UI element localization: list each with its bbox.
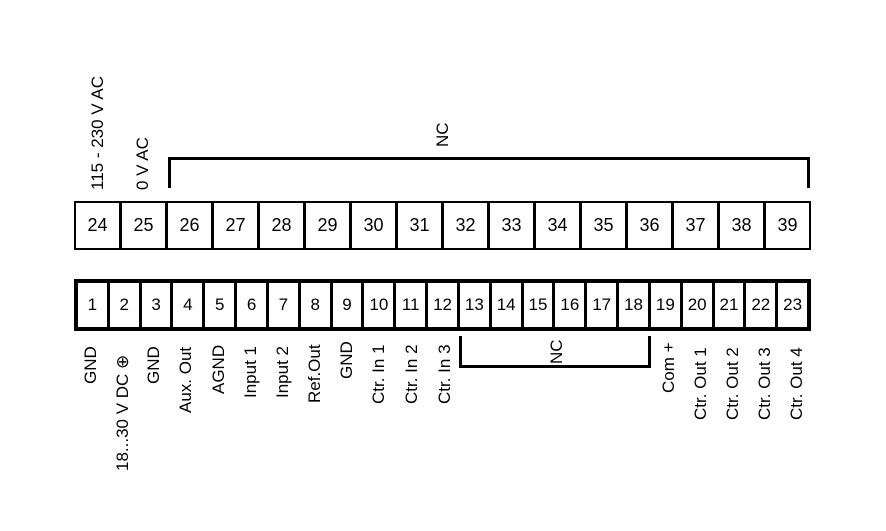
- terminal-35: 35: [582, 203, 628, 248]
- terminal-23: 23: [783, 295, 803, 314]
- label-terminal-25: 0 V AC: [133, 137, 152, 190]
- label-terminal-24: 115 - 230 V AC: [88, 75, 107, 190]
- terminal-11: 11: [396, 283, 429, 327]
- terminal-8: 8: [301, 283, 333, 327]
- label-terminal-1: GND: [81, 346, 100, 384]
- terminal-29: 29: [306, 203, 352, 248]
- terminal-19: 19: [651, 283, 683, 327]
- terminal-31: 31: [398, 203, 444, 248]
- terminal-15: 15: [524, 283, 556, 327]
- terminal-26: 26: [168, 203, 214, 248]
- bottom-nc-bracket: [459, 336, 651, 368]
- terminal-5: 5: [205, 283, 238, 327]
- terminal-17: 17: [587, 283, 620, 327]
- label-terminal-2: 18...30 V DC ⊕: [113, 354, 132, 471]
- terminal-34: 34: [536, 203, 582, 248]
- label-terminal-5: AGND: [209, 344, 228, 394]
- label-top-nc: NC: [433, 122, 452, 147]
- terminal-30: 30: [352, 203, 398, 248]
- label-terminal-4: Aux. Out: [176, 346, 195, 413]
- terminal-25: 25: [122, 203, 168, 248]
- label-terminal-9: GND: [337, 341, 356, 379]
- label-terminal-6: Input 1: [241, 346, 260, 398]
- terminal-6: 6: [237, 283, 269, 327]
- label-terminal-12: Ctr. In 3: [435, 344, 454, 404]
- label-terminal-23: Ctr. Out 4: [787, 347, 806, 420]
- top-nc-bracket: [168, 157, 810, 188]
- terminal-9: 9: [333, 283, 365, 327]
- label-terminal-3: GND: [144, 346, 163, 384]
- terminal-2: 2: [110, 283, 142, 327]
- terminal-12: 12: [428, 283, 460, 327]
- bottom-terminal-block: 1 2 3 4 5 6 7 8 9 10 11 12 13 14 15 16 1…: [74, 279, 811, 331]
- terminal-4: 4: [173, 283, 206, 327]
- terminal-1: 1: [78, 283, 110, 327]
- terminal-38: 38: [720, 203, 766, 248]
- label-terminal-11: Ctr. In 2: [402, 344, 421, 404]
- label-terminal-20: Ctr. Out 1: [691, 347, 710, 420]
- terminal-32: 32: [444, 203, 490, 248]
- terminal-21: 21: [715, 283, 747, 327]
- top-terminal-block: 24 25 26 27 28 29 30 31 32 33 34 35 36 3…: [74, 201, 811, 250]
- terminal-39: 39: [777, 215, 798, 235]
- label-bottom-nc: NC: [547, 339, 566, 364]
- terminal-22: 22: [746, 283, 779, 327]
- terminal-18: 18: [619, 283, 651, 327]
- terminal-7: 7: [269, 283, 301, 327]
- label-terminal-22: Ctr. Out 3: [755, 347, 774, 420]
- terminal-13: 13: [460, 283, 492, 327]
- label-terminal-19: Com +: [659, 342, 678, 393]
- terminal-20: 20: [683, 283, 715, 327]
- label-terminal-21: Ctr. Out 2: [723, 347, 742, 420]
- label-terminal-8: Ref.Out: [305, 344, 324, 403]
- terminal-36: 36: [628, 203, 674, 248]
- label-terminal-7: Input 2: [273, 346, 292, 398]
- terminal-14: 14: [492, 283, 524, 327]
- terminal-27: 27: [214, 203, 260, 248]
- terminal-37: 37: [674, 203, 720, 248]
- terminal-24: 24: [76, 203, 122, 248]
- terminal-3: 3: [142, 283, 174, 327]
- terminal-16: 16: [555, 283, 588, 327]
- label-terminal-10: Ctr. In 1: [369, 344, 388, 404]
- terminal-28: 28: [260, 203, 306, 248]
- terminal-33: 33: [490, 203, 536, 248]
- terminal-10: 10: [364, 283, 397, 327]
